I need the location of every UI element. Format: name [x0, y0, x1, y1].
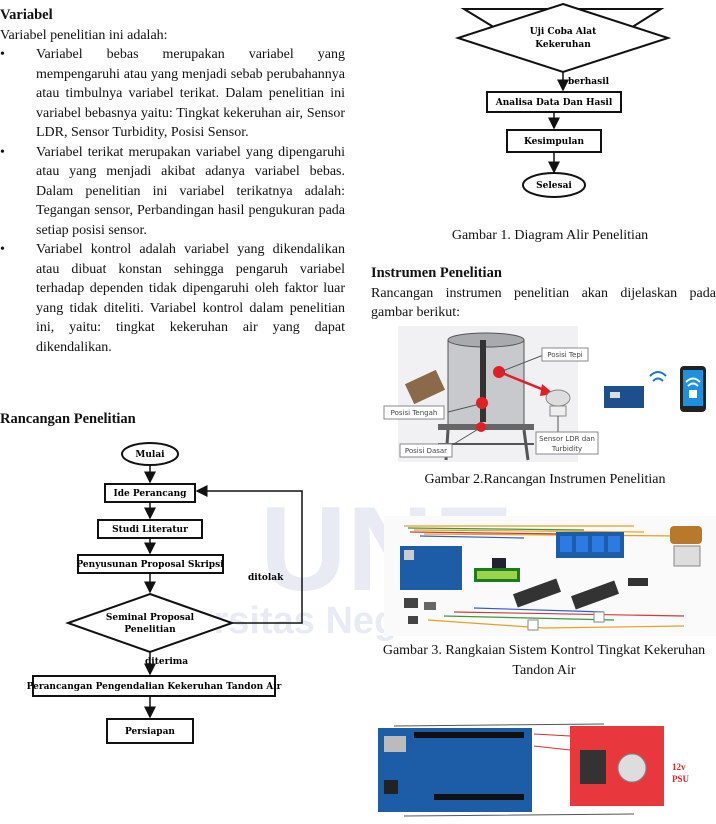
diterima-label: diterima: [145, 657, 188, 667]
fig2-caption: Gambar 2.Rancangan Instrumen Penelitian: [424, 472, 666, 487]
fig3-caption-line-1: Gambar 3. Rangkaian Sistem Kontrol Tingk…: [382, 643, 706, 658]
list-item: •Variabel terikat merupakan variabel yan…: [0, 144, 345, 238]
list-item-text: Variabel terikat merupakan variabel yang…: [36, 144, 345, 238]
list-item: •Variabel bebas merupakan variabel yang …: [0, 47, 345, 140]
fig2-instrument-diagram: Posisi Tepi Posisi Tengah Posisi Dasar S…: [383, 326, 706, 462]
instrumen-heading: Instrumen Penelitian: [371, 265, 502, 281]
marker-tepi: [493, 366, 505, 378]
ditolak-label: ditolak: [248, 573, 284, 583]
fig3-circuit-diagram: [384, 516, 716, 636]
seminal-label-1: Seminal Proposal: [106, 613, 195, 623]
fig1-caption: Gambar 1. Diagram Alir Penelitian: [451, 228, 649, 243]
fig3-caption: Gambar 3. Rangkaian Sistem Kontrol Tingk…: [372, 641, 716, 681]
ide-label: Ide Perancang: [114, 489, 188, 499]
kesimpulan-label: Kesimpulan: [524, 137, 584, 147]
uji-label-1: Uji Coba Alat: [530, 27, 597, 37]
perancangan-box: [32, 675, 276, 697]
studi-label: Studi Literatur: [112, 525, 188, 535]
label-sensor-1: Sensor LDR dan: [539, 435, 595, 443]
proposal-label: Penyusunan Proposal Skripsi: [76, 560, 224, 570]
instrumen-text: Rancangan instrumen penelitian akan dije…: [371, 285, 716, 321]
flowchart-right: Uji Coba Alat Kekeruhan berhasil Analisa…: [454, 2, 672, 198]
label-sensor-2: Turbidity: [551, 445, 582, 453]
persiapan-box: [106, 718, 194, 744]
uji-label-2: Kekeruhan: [535, 40, 591, 50]
marker-dasar: [476, 422, 486, 432]
psu-label-2: PSU: [672, 774, 690, 784]
seminal-label-2: Penelitian: [124, 625, 176, 635]
fig3-caption-line-2: Tandon Air: [512, 663, 576, 678]
label-tengah: Posisi Tengah: [391, 409, 438, 417]
label-dasar: Posisi Dasar: [405, 447, 447, 455]
analisa-label: Analisa Data Dan Hasil: [495, 98, 613, 108]
fig4-circuit-diagram: 12v PSU: [378, 723, 690, 817]
end-terminal: [522, 172, 586, 198]
variabel-section: Variabel Variabel penelitian ini adalah:…: [0, 6, 345, 357]
label-tepi: Posisi Tepi: [547, 351, 582, 359]
persiapan-label: Persiapan: [125, 727, 175, 737]
list-item-text: Variabel kontrol adalah variabel yang di…: [36, 242, 345, 355]
start-label: Mulai: [135, 450, 165, 460]
variabel-list: •Variabel bebas merupakan variabel yang …: [0, 45, 345, 357]
marker-tengah: [476, 397, 488, 409]
variabel-heading: Variabel: [0, 7, 53, 23]
end-label: Selesai: [536, 181, 572, 191]
instrumen-section: Instrumen Penelitian Rancangan instrumen…: [371, 264, 716, 323]
list-item-text: Variabel bebas merupakan variabel yang m…: [36, 47, 345, 140]
rancangan-heading: Rancangan Penelitian: [0, 411, 136, 427]
psu-label-1: 12v: [672, 762, 686, 772]
variabel-intro: Variabel penelitian ini adalah:: [0, 27, 168, 43]
berhasil-label: berhasil: [568, 77, 610, 87]
flowchart-left: Mulai Ide Perancang Studi Literatur Peny…: [27, 442, 303, 744]
seminal-decision: [65, 592, 235, 654]
list-item: •Variabel kontrol adalah variabel yang d…: [0, 242, 345, 355]
perancangan-label: Perancangan Pengendalian Kekeruhan Tando…: [27, 682, 282, 692]
